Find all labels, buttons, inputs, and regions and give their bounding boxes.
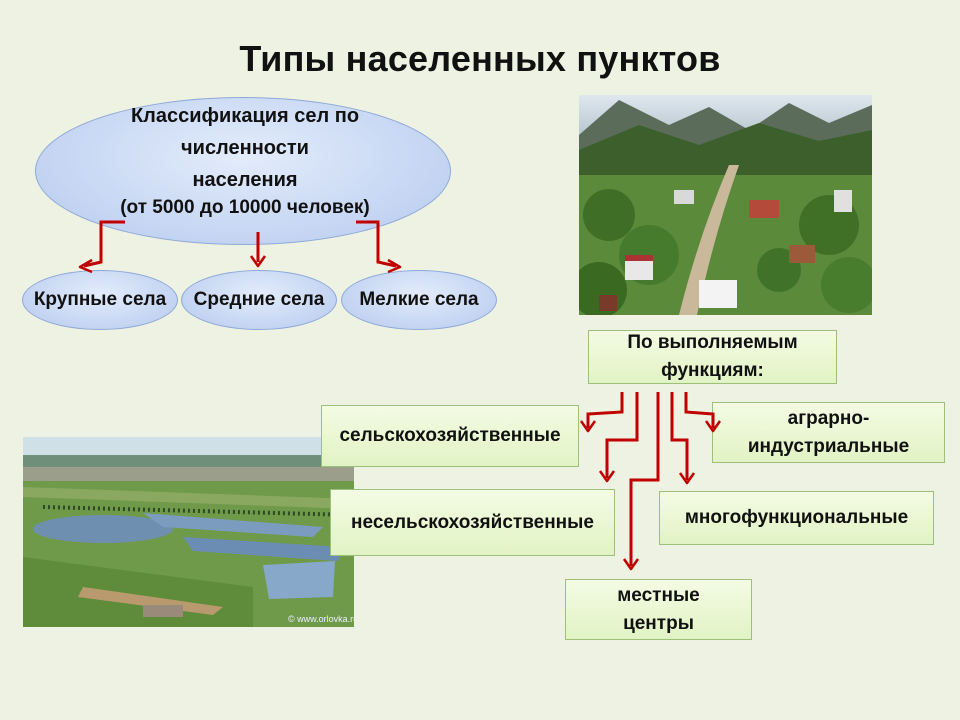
type-multifunctional-box: многофункциональные: [659, 491, 934, 545]
arrow-to-small: [356, 220, 397, 268]
arrow-to-agro-industrial: [684, 392, 715, 428]
classification-ellipse: [35, 97, 451, 245]
slide-title: Типы населенных пунктов: [239, 38, 721, 79]
category-medium-villages: Средние села: [181, 270, 337, 330]
arrow-to-multifunctional: [670, 392, 689, 480]
type-non-agricultural-box: несельскохозяйственные: [330, 489, 615, 556]
classification-range: (от 5000 до 10000 человек): [120, 197, 370, 218]
classification-line-3: населения: [192, 169, 298, 191]
photo-caption: © www.orlovka.ru: [288, 614, 354, 624]
type-agricultural-box: сельскохозяйственные: [321, 405, 579, 467]
arrow-to-large: [83, 220, 125, 268]
category-small-villages: Мелкие села: [341, 270, 497, 330]
arrow-to-agricultural: [586, 392, 624, 428]
category-large-villages: Крупные села: [22, 270, 178, 330]
lakes-village-photo: © www.orlovka.ru: [23, 437, 354, 627]
classification-line-2: численности: [181, 137, 309, 159]
arrow-to-non-agricultural: [605, 392, 639, 478]
type-agro-industrial-box: аграрно-индустриальные: [712, 402, 945, 463]
mountain-village-photo: [579, 95, 872, 315]
arrow-to-local-centers: [629, 392, 660, 566]
classification-heading: Классификация сел по численности населен…: [90, 100, 400, 196]
functions-heading-box: По выполняемым функциям:: [588, 330, 837, 384]
classification-line-1: Классификация сел по: [130, 105, 360, 127]
type-local-centers-box: местные центры: [565, 579, 752, 640]
